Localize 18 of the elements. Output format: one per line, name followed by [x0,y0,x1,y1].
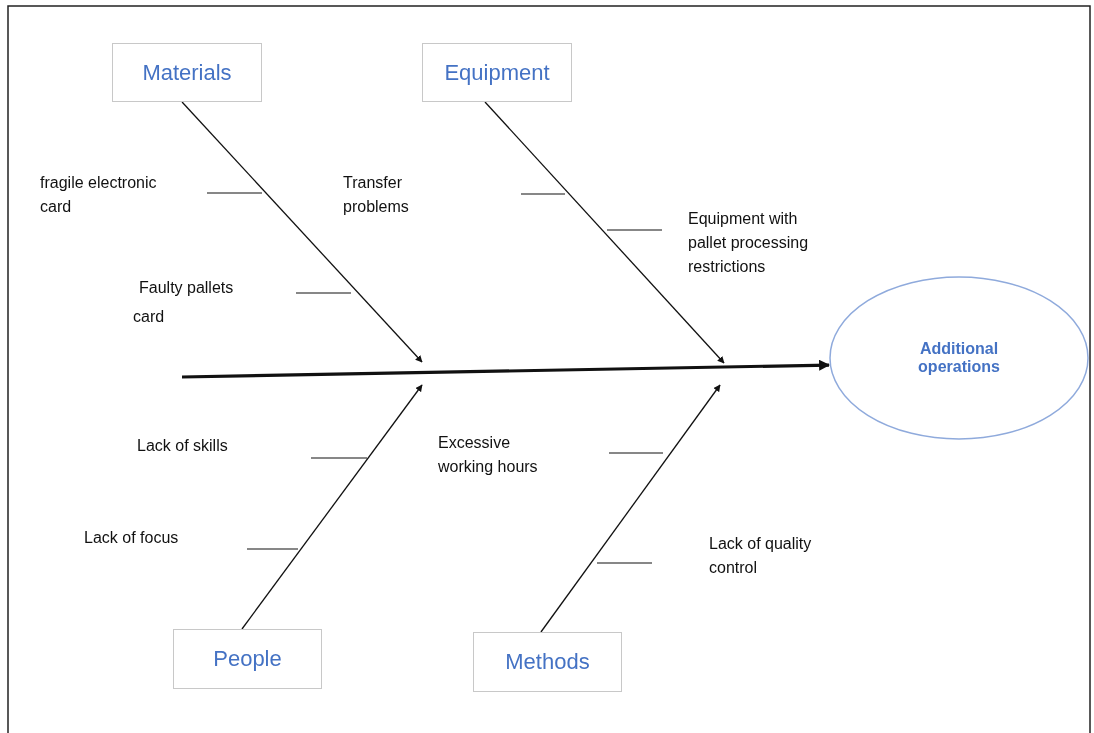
cause-label: Faulty pallets card [133,278,235,327]
arrow [540,384,721,633]
cause-label: Lack of focus [84,528,180,548]
arrow [181,359,831,379]
cause-label: fragile electronic card [40,173,158,217]
category-box: Materials [112,43,262,102]
effect-label: Additional operations [917,340,1001,376]
category-box: People [173,629,322,689]
arrow [484,101,725,364]
cause-label: Lack of quality control [709,534,813,578]
category-box: Equipment [422,43,572,102]
cause-label: Excessive working hours [438,433,539,477]
arrow [241,384,423,630]
arrow [181,101,423,363]
cause-label: Lack of skills [137,436,229,456]
cause-label: Equipment with pallet processing restrictions [688,209,810,277]
cause-label: Transfer problems [343,173,410,217]
category-box: Methods [473,632,622,692]
